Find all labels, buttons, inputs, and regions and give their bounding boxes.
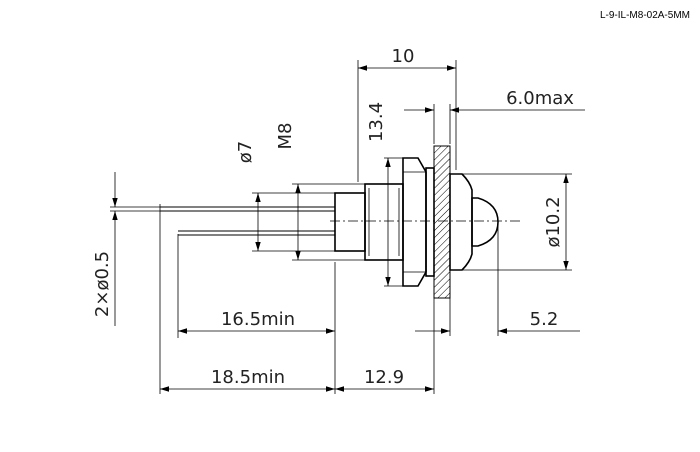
dim-5-2: 5.2	[530, 309, 559, 330]
dim-dia-10-2: ø10.2	[543, 196, 564, 247]
extension-lines	[110, 60, 572, 394]
panel-section	[433, 145, 451, 299]
dim-10: 10	[392, 46, 415, 67]
dome-lens	[471, 197, 499, 247]
dim-13-4: 13.4	[366, 102, 387, 142]
flange-head	[449, 173, 473, 271]
dim-6-0-max: 6.0max	[506, 88, 574, 109]
threaded-section	[364, 183, 404, 261]
dim-18-5-min: 18.5min	[211, 367, 285, 388]
dimension-lines	[112, 65, 585, 392]
dim-dia-7: ø7	[235, 141, 256, 163]
dim-16-5-min: 16.5min	[221, 309, 295, 330]
dimension-labels: 10 6.0max 13.4 ø7 M8 2×ø0.5 ø10.2 5.2 16…	[92, 46, 574, 388]
dim-2x-dia-0-5: 2×ø0.5	[92, 251, 113, 317]
washer	[425, 167, 435, 277]
dim-12-9: 12.9	[364, 367, 404, 388]
rear-body	[334, 192, 366, 252]
dim-m8: M8	[275, 123, 296, 150]
part-code: L-9-IL-M8-02A-5MM	[600, 10, 690, 21]
led-holder-part	[160, 145, 520, 299]
hex-nut	[402, 157, 427, 287]
